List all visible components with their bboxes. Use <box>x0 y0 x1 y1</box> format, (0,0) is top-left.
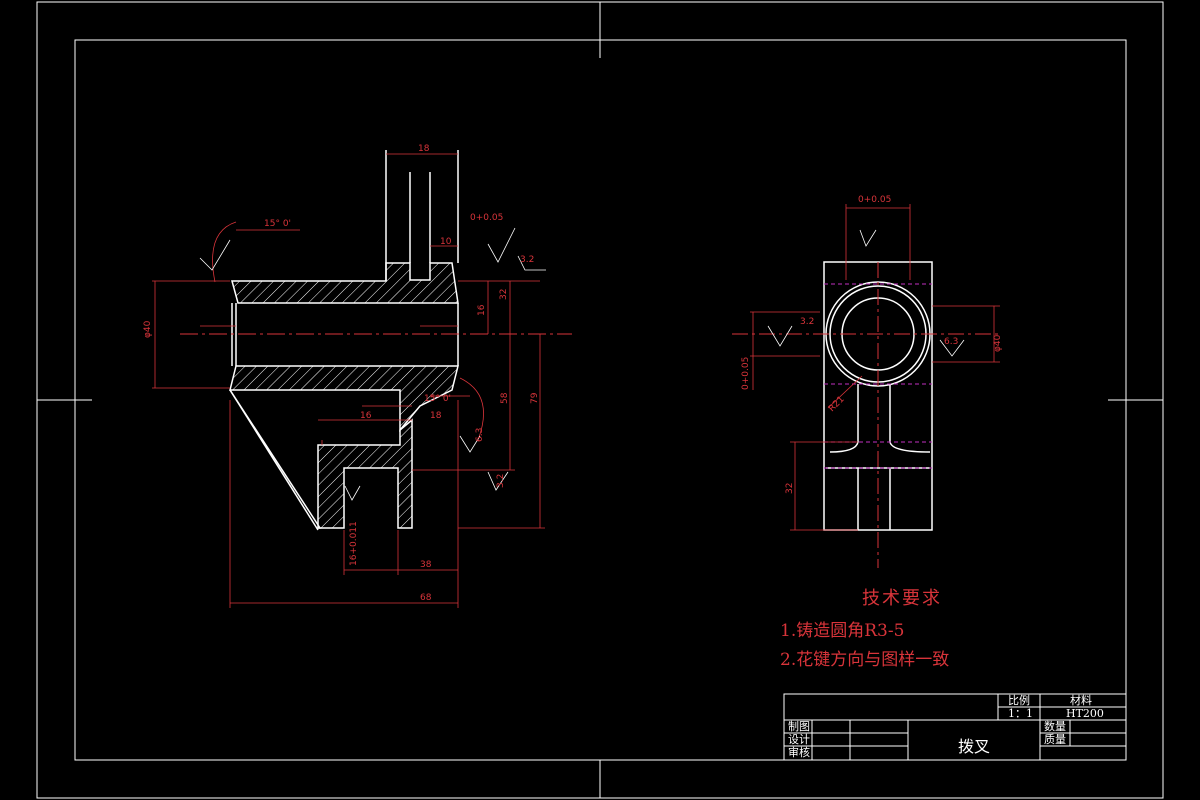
dim-fork-slot: 16+0.011 <box>349 521 359 566</box>
side-dim-right: φ40 <box>993 334 1003 352</box>
dim-hub: 32 <box>499 289 509 300</box>
dim-height-total: 79 <box>530 392 540 404</box>
dim-fork-width-2: 18 <box>430 411 442 421</box>
tech-requirements-title: 技术要求 <box>862 588 942 609</box>
hatched-wall-lower <box>229 365 459 433</box>
dim-total-len: 68 <box>420 593 432 603</box>
hatched-wall-upper <box>231 262 459 304</box>
sheet-border <box>36 1 1164 799</box>
review-label: 审核 <box>788 746 810 759</box>
material-label: 材料 <box>1070 694 1092 707</box>
design-label: 设计 <box>788 733 810 746</box>
dim-bore-dia: φ40 <box>143 320 153 338</box>
side-dim-roughness-1: 3.2 <box>800 317 814 327</box>
section-view: 18 φ40 0+0.05 10 32 16 79 58 15° 0' 15° … <box>143 144 572 608</box>
dim-chamfer-bottom: 15° 0' <box>424 394 451 404</box>
roughness-symbols <box>199 227 546 501</box>
dim-boss: 16 <box>477 304 487 316</box>
section-dimension-lines <box>152 153 545 608</box>
drawn-label: 制图 <box>788 720 810 733</box>
ratio-value: 1：1 <box>1008 707 1033 720</box>
hatched-fork <box>317 418 413 529</box>
side-view: 0+0.05 φ40 0+0.05 32 R21 3.2 6.3 <box>732 195 1003 568</box>
title-block <box>783 693 1127 761</box>
part-name: 拨叉 <box>958 737 991 756</box>
dim-chamfer-top: 15° 0' <box>264 219 291 229</box>
tech-requirement-1: 1.铸造圆角R3-5 <box>780 621 905 641</box>
dim-fork-len: 38 <box>420 560 432 570</box>
quantity-label: 数量 <box>1044 720 1066 733</box>
dim-top-width: 18 <box>418 144 430 154</box>
side-dim-roughness-2: 6.3 <box>944 337 958 347</box>
dim-roughness-b: 6.3 <box>475 428 485 442</box>
side-dim-left: 0+0.05 <box>741 357 751 390</box>
side-dim-height: 32 <box>785 483 795 494</box>
dim-roughness-c: 3.2 <box>496 474 506 488</box>
tech-requirement-2: 2.花键方向与图样一致 <box>780 650 950 670</box>
dim-slot-fit: 0+0.05 <box>470 213 503 223</box>
side-dim-radius: R21 <box>827 395 847 415</box>
dim-roughness-a: 3.2 <box>520 255 534 265</box>
weight-label: 质量 <box>1044 733 1066 746</box>
material-value: HT200 <box>1066 707 1104 720</box>
dim-slot-depth: 10 <box>440 237 452 247</box>
ratio-label: 比例 <box>1008 694 1030 707</box>
dim-fork-width-1: 16 <box>360 411 372 421</box>
side-dim-top: 0+0.05 <box>858 195 891 205</box>
dim-height-mid: 58 <box>500 392 510 404</box>
